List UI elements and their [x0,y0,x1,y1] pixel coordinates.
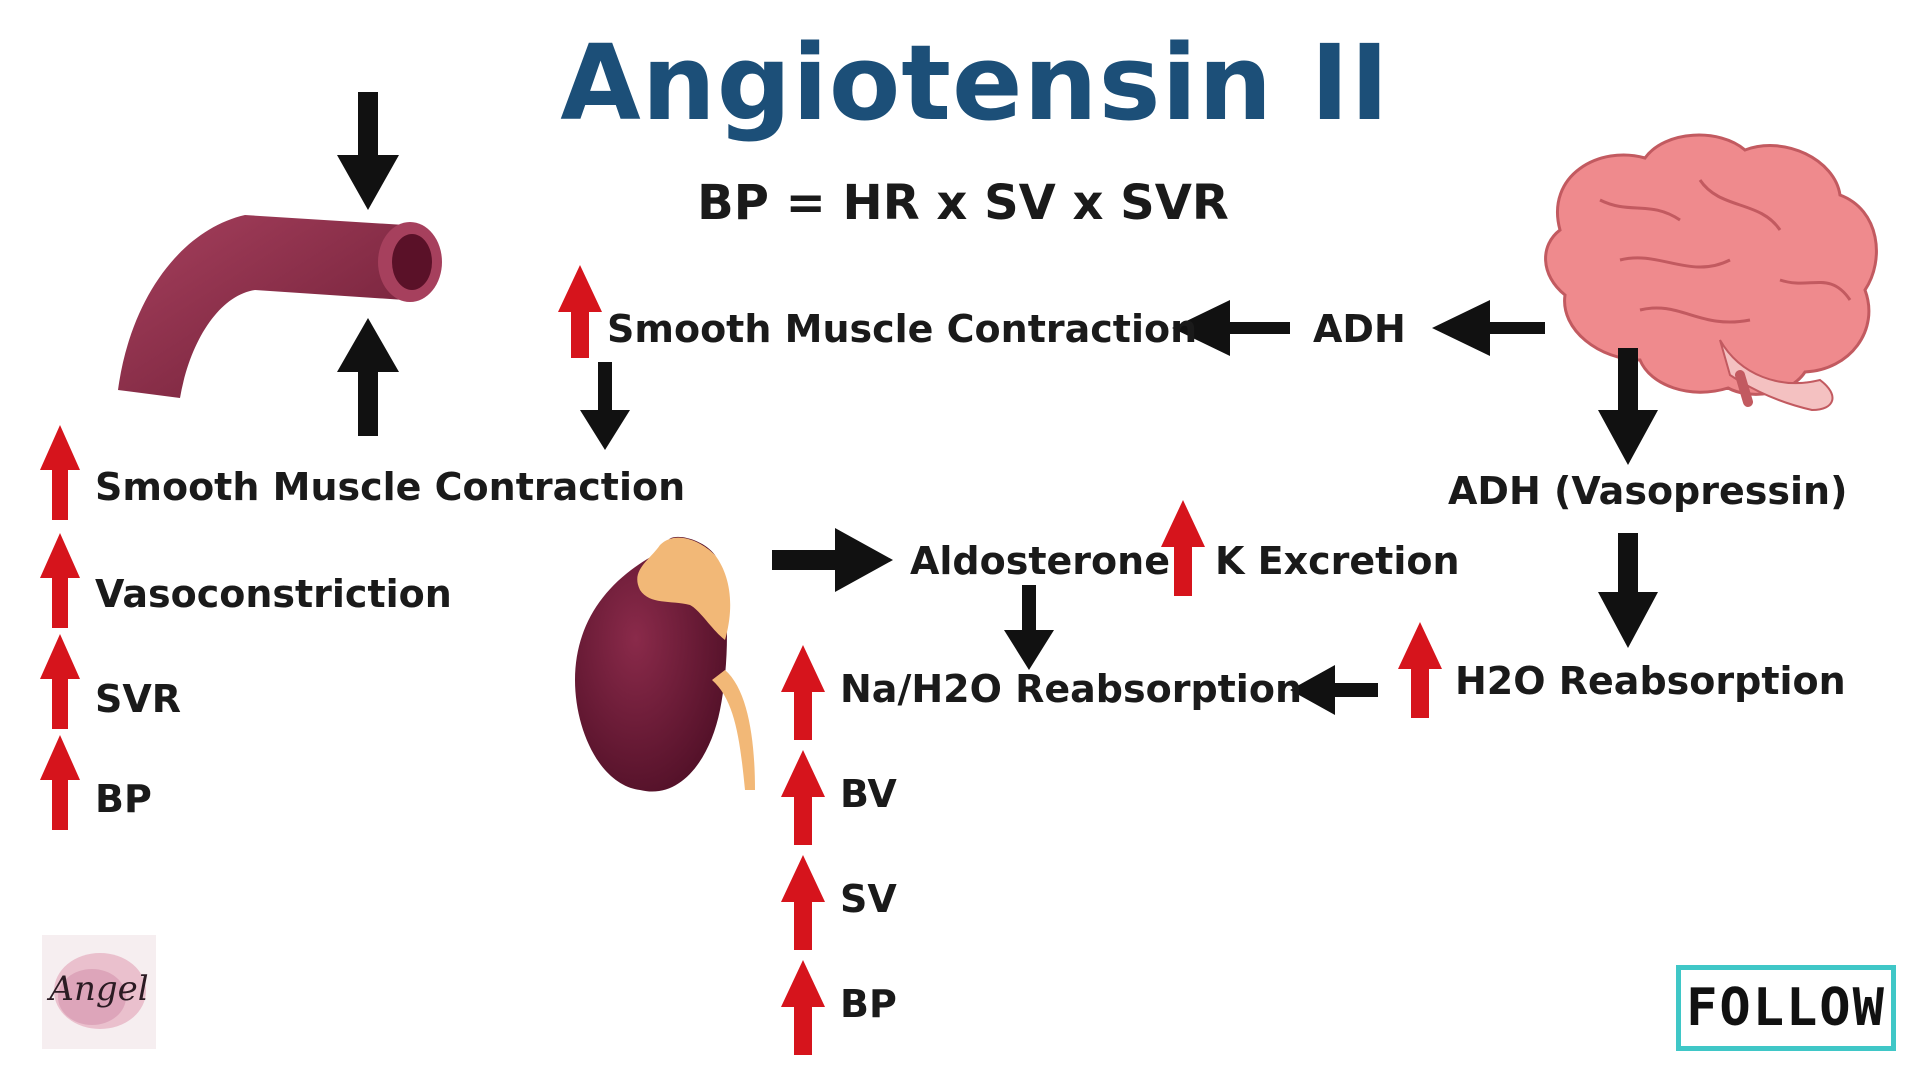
bp-bottom-label: BP [840,982,897,1026]
up-arrows [40,265,1442,1055]
brain-icon [1544,133,1878,412]
angel-logo: Angel [42,935,156,1049]
adh-vasopressin-label: ADH (Vasopressin) [1448,469,1848,513]
up-arrow-icon [40,425,80,520]
svr-label: SVR [95,677,182,721]
logo-text: Angel [49,969,149,1009]
up-arrow-icon [40,533,80,628]
sv-label: SV [840,877,897,921]
follow-button[interactable]: FOLLOW [1676,965,1896,1051]
up-arrow-icon [40,735,80,830]
na-h2o-reabsorption-label: Na/H2O Reabsorption [840,667,1302,711]
bp-equation: BP = HR x SV x SVR [697,175,1229,231]
h2o-reabsorption-label: H2O Reabsorption [1455,659,1846,703]
aldosterone-label: Aldosterone [910,539,1170,583]
up-arrow-icon [40,634,80,729]
up-arrow-icon [558,265,602,358]
up-arrow-icon [781,855,825,950]
smooth-muscle-contraction-top: Smooth Muscle Contraction [607,307,1198,351]
logo-background-icon [54,953,146,1029]
down-arrow-icon [1598,533,1658,648]
bp-left-label: BP [95,777,152,821]
vasoconstriction-label: Vasoconstriction [95,572,452,616]
adh-label: ADH [1313,307,1406,351]
down-arrow-icon [337,92,399,210]
down-arrow-icon [1004,585,1054,670]
up-arrow-icon [781,750,825,845]
black-arrows [337,92,1658,715]
down-arrow-icon [1598,348,1658,465]
smooth-muscle-contraction-left: Smooth Muscle Contraction [95,465,686,509]
page-title: Angiotensin II [560,22,1390,144]
up-arrow-icon [781,960,825,1055]
left-arrow-icon [1172,300,1290,356]
left-arrow-icon [1432,300,1545,356]
k-excretion-label: K Excretion [1215,539,1460,583]
up-arrow-icon [781,645,825,740]
up-arrow-icon [1398,622,1442,718]
down-arrow-icon [580,362,630,450]
up-arrow-icon [337,318,399,436]
bv-label: BV [840,772,897,816]
left-arrow-icon [1290,665,1378,715]
blood-vessel-icon [118,215,442,398]
adrenal-gland-icon [637,537,731,640]
right-arrow-icon [772,528,893,592]
up-arrow-icon [1161,500,1205,596]
